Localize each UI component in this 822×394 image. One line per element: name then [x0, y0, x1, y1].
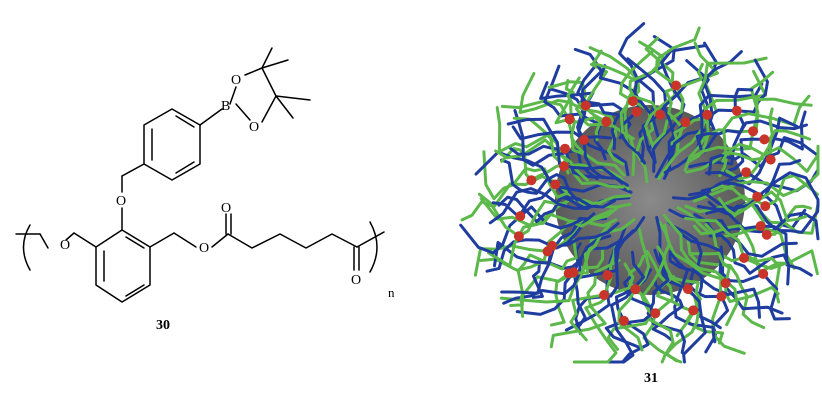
micelle-bead — [578, 134, 589, 145]
micelle-bead — [513, 231, 524, 242]
micelle-bead — [601, 116, 612, 127]
micelle-chain — [506, 117, 624, 185]
micelle-bead — [559, 161, 569, 172]
micelle-chain — [550, 246, 605, 327]
micelle-bead — [748, 126, 759, 137]
micelle-bead — [655, 109, 666, 120]
micelle-bead — [602, 270, 613, 281]
micelle-chain — [700, 158, 802, 199]
atom-label-oxygen: O — [231, 73, 241, 88]
atom-label-oxygen: O — [351, 273, 361, 288]
repeat-subscript: n — [388, 285, 395, 300]
compound-label-31: 31 — [644, 371, 658, 386]
micelle-bead — [758, 268, 769, 279]
micelle-bead — [564, 114, 575, 125]
micelle-bead — [741, 167, 752, 178]
micelle-bead — [580, 100, 591, 111]
micelle-chain — [664, 41, 719, 147]
micelle-bead — [716, 291, 727, 302]
micelle-chain — [610, 250, 646, 364]
micelle-chain — [725, 146, 820, 181]
micelle-chain — [692, 144, 820, 203]
micelle-chain — [633, 35, 676, 151]
micelle-chain — [667, 220, 784, 315]
micelle-bead — [755, 221, 766, 232]
micelle-bead — [515, 211, 526, 222]
micelle-chain — [502, 234, 612, 305]
micelle-chain — [656, 275, 700, 363]
micelle-chain — [573, 239, 621, 327]
micelle-chain — [663, 82, 764, 174]
micelle-chain — [566, 76, 625, 166]
micelle-bead — [720, 278, 731, 289]
micelle-chain — [576, 65, 624, 151]
micelle-chain — [686, 239, 766, 330]
micelle-bead — [759, 134, 770, 145]
micelle-chain — [663, 214, 739, 327]
atom-label-boron: B — [221, 99, 230, 114]
micelle-bead — [765, 154, 776, 165]
micelle-chain — [672, 225, 761, 319]
micelle-bead — [542, 246, 553, 257]
micelle-chain — [670, 252, 716, 354]
atom-label-oxygen: O — [199, 241, 209, 256]
micelle-bead — [563, 268, 574, 279]
micelle-chain — [588, 46, 649, 184]
micelle-chain — [663, 223, 746, 355]
micelle-bead — [560, 143, 570, 154]
micelle-bead — [671, 80, 681, 91]
micelle-bead — [550, 179, 561, 190]
micelle-chain — [651, 44, 708, 164]
left-bracket — [22, 224, 31, 271]
micelle-chain — [708, 234, 791, 286]
micelle-bead — [618, 315, 629, 326]
micelle-chain — [686, 69, 768, 164]
micelle-chain — [509, 238, 578, 307]
right-bracket — [369, 221, 378, 273]
micelle-chain — [718, 107, 774, 178]
micelle-chain — [574, 229, 635, 335]
micelle-bead — [752, 191, 763, 202]
atom-label-oxygen: O — [249, 120, 259, 135]
micelle-bead — [630, 284, 641, 295]
micelle-chain — [688, 171, 820, 211]
micelle-bead — [739, 253, 749, 263]
atom-label-oxygen: O — [116, 194, 126, 209]
compound-label-30: 30 — [156, 318, 170, 333]
micelle-bead — [631, 106, 642, 117]
micelle-bead — [760, 201, 771, 212]
micelle-chain — [500, 158, 579, 202]
micelle-chain — [693, 224, 791, 274]
atom-label-oxygen: O — [60, 238, 70, 253]
micelle-chain — [572, 262, 635, 364]
micelle-chain — [485, 212, 596, 273]
micelle-bead — [680, 117, 691, 128]
micelle-chain — [549, 258, 621, 349]
micelle-bead — [650, 308, 661, 319]
micelle-bead — [702, 109, 713, 120]
micelle-chain — [591, 49, 641, 141]
micelle-chain — [717, 190, 808, 223]
micelle-chain — [668, 250, 722, 330]
micelle-bead — [599, 290, 610, 300]
micelle-bead — [627, 96, 638, 107]
micelle-chain — [696, 204, 820, 241]
micelle-bead — [731, 105, 742, 116]
micelle-bead — [683, 284, 693, 295]
micelle-chain — [628, 40, 665, 120]
micelle-bead — [526, 175, 537, 186]
atom-label-oxygen: O — [221, 201, 231, 216]
micelle-bead — [761, 229, 772, 240]
micelle-bead — [688, 305, 699, 316]
